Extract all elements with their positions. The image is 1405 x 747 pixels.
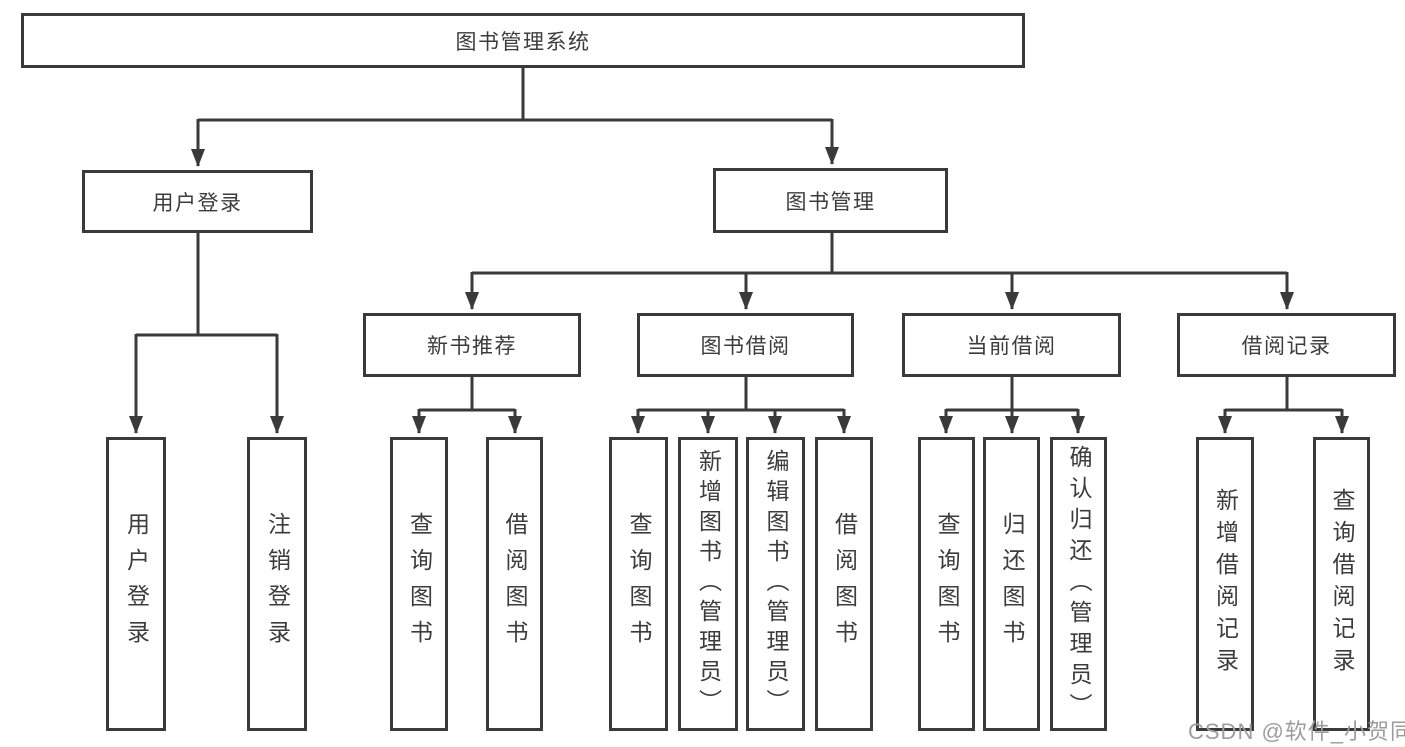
connector-record-children — [1218, 377, 1349, 434]
leaf-user-login: 用户登录 — [106, 437, 166, 731]
leaf-edit-book-admin: 编辑图书（管理员） — [746, 437, 805, 731]
connector-root-to-level2 — [191, 68, 839, 167]
node-current-borrow: 当前借阅 — [902, 313, 1121, 377]
leaf-current-query-book: 查询图书 — [918, 437, 975, 731]
leaf-newbook-query-book: 查询图书 — [390, 437, 448, 731]
leaf-confirm-return-admin: 确认归还（管理员） — [1050, 437, 1107, 731]
connector-new-book-children — [412, 377, 522, 434]
connector-user-login-children — [129, 233, 284, 434]
node-user-login: 用户登录 — [82, 170, 313, 233]
leaf-logout: 注销登录 — [247, 437, 307, 731]
leaf-return-book: 归还图书 — [983, 437, 1040, 731]
node-book-mgmt: 图书管理 — [713, 168, 948, 233]
leaf-borrow-borrow-book: 借阅图书 — [815, 437, 873, 731]
watermark: CSDN @软件_小贺同学 — [1188, 719, 1405, 744]
leaf-add-borrow-record: 新增借阅记录 — [1196, 437, 1254, 731]
connector-current-children — [939, 377, 1085, 434]
leaf-query-borrow-record: 查询借阅记录 — [1313, 437, 1370, 731]
leaf-add-book-admin: 新增图书（管理员） — [678, 437, 738, 731]
node-borrow-record: 借阅记录 — [1177, 313, 1396, 377]
leaf-borrow-query-book: 查询图书 — [609, 437, 668, 731]
leaf-newbook-borrow-book: 借阅图书 — [486, 437, 543, 731]
node-root: 图书管理系统 — [21, 13, 1025, 68]
connector-book-mgmt-children — [465, 233, 1294, 310]
node-new-book-recommend: 新书推荐 — [363, 313, 581, 377]
node-book-borrow: 图书借阅 — [637, 313, 854, 377]
connector-borrow-children — [631, 377, 851, 434]
